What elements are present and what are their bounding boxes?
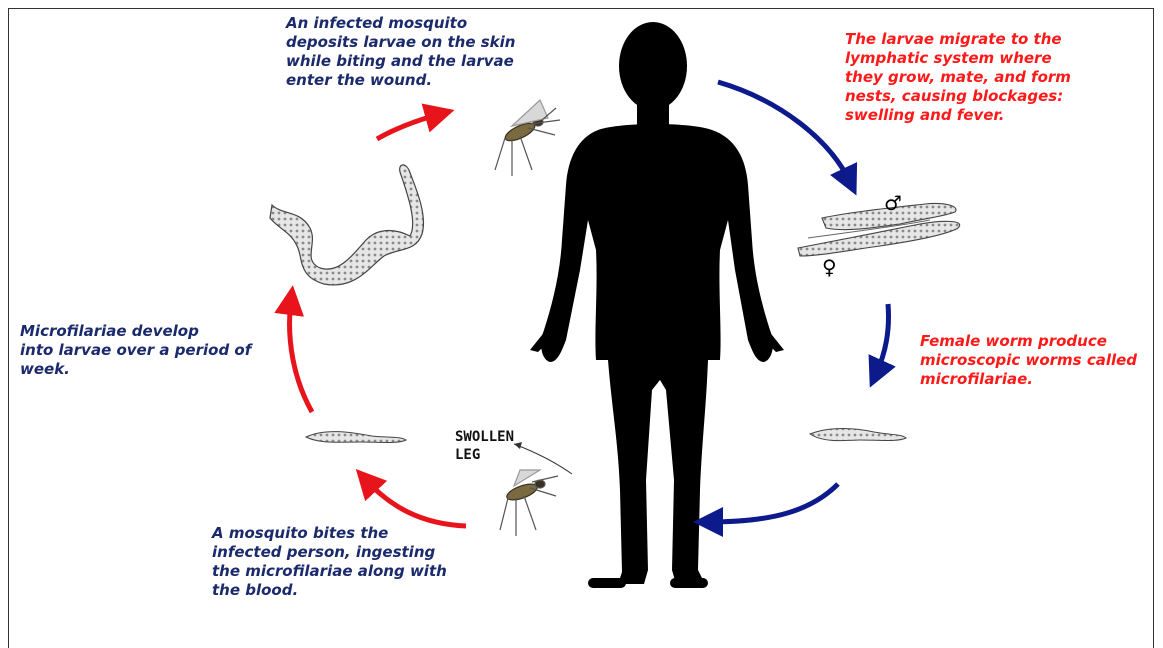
swollen-leg-label: SWOLLEN LEG [455, 428, 514, 464]
caption-reproduction: Female worm produce microscopic worms ca… [920, 332, 1150, 389]
mosquito-icon [495, 100, 560, 176]
caption-transmission: A mosquito bites the infected person, in… [212, 524, 492, 600]
microfilaria-icon [810, 429, 906, 441]
arrow-mosquito-ingest [366, 480, 466, 526]
microfilaria-icon [306, 432, 406, 443]
arrow-microfilariae-blood [708, 484, 838, 522]
human-silhouette [530, 22, 784, 588]
arrow-to-mosquito-bite [377, 114, 440, 139]
adult-worms-icon [798, 203, 960, 256]
caption-migration: The larvae migrate to the lymphatic syst… [845, 30, 1105, 125]
caption-infection: An infected mosquito deposits larvae on … [286, 14, 566, 90]
male-symbol: ♂ [884, 191, 902, 215]
caption-development: Microfilariae develop into larvae over a… [20, 322, 290, 379]
female-symbol: ♀ [822, 255, 837, 279]
arrow-worms-reproduce [876, 304, 889, 374]
arrow-larvae-develop [290, 300, 312, 412]
mosquito-icon [500, 470, 558, 536]
larva-icon [270, 165, 423, 285]
lifecycle-diagram: ♂ ♀ An infected mosquito deposits larvae… [0, 0, 1163, 634]
